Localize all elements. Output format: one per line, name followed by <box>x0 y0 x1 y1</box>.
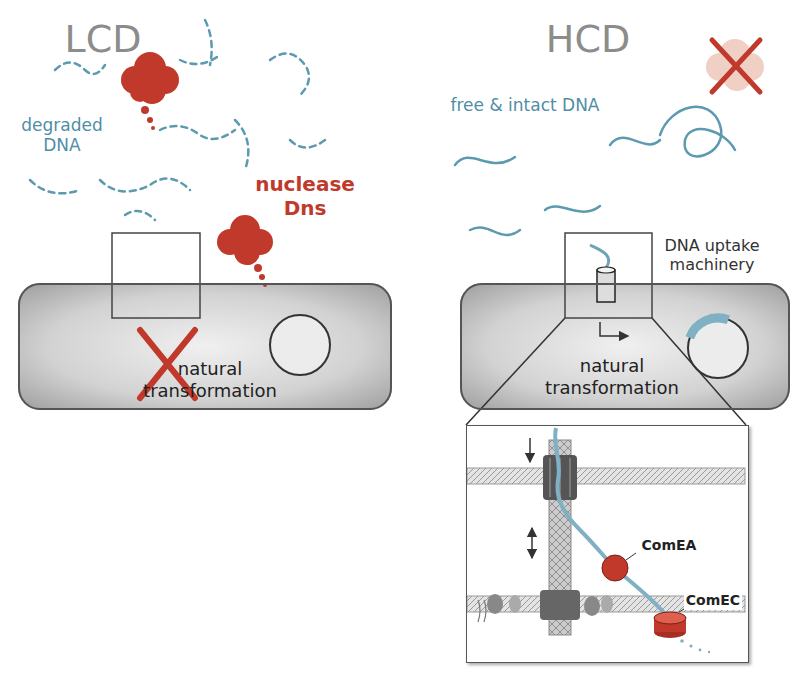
dna-strand-part-part <box>680 639 684 643</box>
uptake-pore <box>590 245 628 336</box>
intact-dna-part <box>660 107 735 156</box>
motion-arrow <box>530 438 532 558</box>
intact-dna-part <box>545 206 600 212</box>
dna-label: degraded DNA <box>15 115 110 156</box>
motion-arrow-part <box>531 528 533 558</box>
uptake-pore-part <box>590 245 609 268</box>
inner-membrane-platform <box>478 590 613 622</box>
degraded-dna-part <box>290 140 325 148</box>
cell-fill-part <box>18 283 392 410</box>
protein-label: ComEA <box>640 537 699 555</box>
dna-label: free & intact DNA <box>450 95 599 115</box>
plasmid-part <box>690 318 729 338</box>
dna-strand-part-part <box>708 651 710 653</box>
intact-dna-part <box>455 157 515 165</box>
nuclease-dns-part <box>147 117 153 123</box>
motion-arrow-part <box>529 438 531 462</box>
intact-dna <box>455 107 735 235</box>
zoom-square <box>112 233 652 318</box>
nuclease-dns-part <box>234 239 260 265</box>
comea-protein-part <box>626 553 636 560</box>
dna-strand-part-part <box>699 649 702 652</box>
degraded-dna-part <box>180 55 220 64</box>
zoom-square-part <box>565 233 652 318</box>
nuclease-dns-part <box>254 264 262 272</box>
inner-membrane-platform-part <box>478 600 486 622</box>
degraded-dna-part <box>235 120 248 170</box>
inner-membrane-platform-part <box>601 595 613 613</box>
panel-heading: LCD <box>65 17 142 63</box>
inactive-nuclease-part <box>706 39 764 91</box>
inactive-nuclease-part <box>712 40 760 92</box>
inner-membrane-platform-part <box>487 594 503 614</box>
dna-strand <box>555 428 710 653</box>
membrane-part <box>467 468 745 484</box>
comea-protein <box>602 553 636 581</box>
nuclease-label: nuclease Dns <box>250 172 360 220</box>
panel-heading: HCD <box>546 17 630 63</box>
degraded-dna-part <box>160 126 235 139</box>
inner-membrane-platform-part <box>509 595 521 613</box>
nuclease-dns-part <box>130 82 150 102</box>
nuclease-dns-part <box>141 106 149 114</box>
degraded-dna-part <box>100 179 190 192</box>
comea-protein-part <box>602 555 628 581</box>
uptake-pore-part <box>597 270 615 302</box>
zoom-square-part <box>112 233 200 318</box>
intact-dna-part <box>610 138 660 145</box>
degraded-dna-part <box>205 20 212 65</box>
nuclease-dns-part <box>151 126 155 130</box>
dna-strand-part <box>555 428 670 620</box>
membrane-part <box>467 468 745 484</box>
inner-membrane-platform-part <box>540 590 580 620</box>
cell-fill-part <box>460 283 790 410</box>
uptake-pore-part <box>600 322 628 336</box>
nuclease-dns-part <box>259 274 265 280</box>
process-text: natural transformation <box>121 358 300 403</box>
comec-protein-part <box>654 612 686 624</box>
dna-strand-part <box>680 639 710 653</box>
uptake-pore-part <box>597 267 615 273</box>
comec-protein <box>654 609 686 638</box>
membrane <box>467 468 745 612</box>
process-text: natural transformation <box>523 355 702 400</box>
nuclease-dns <box>121 52 273 287</box>
cell: natural transformation <box>460 283 790 410</box>
protein-label: ComEC <box>684 592 742 610</box>
inset-box: ComEA ComEC <box>466 425 749 663</box>
degraded-dna-part <box>30 180 80 193</box>
cell-fill <box>18 283 790 410</box>
degraded-dna-part <box>125 211 155 220</box>
inactive-nuclease <box>706 39 764 92</box>
inner-membrane-platform-part <box>584 596 600 616</box>
degraded-dna-part <box>55 63 105 75</box>
degraded-dna-part <box>270 54 309 95</box>
intact-dna-part <box>470 228 520 235</box>
cell: natural transformation <box>18 283 392 410</box>
plasmid-part <box>270 315 330 375</box>
machinery-label: DNA uptake machinery <box>650 236 775 274</box>
dna-strand-part-part <box>689 644 692 647</box>
